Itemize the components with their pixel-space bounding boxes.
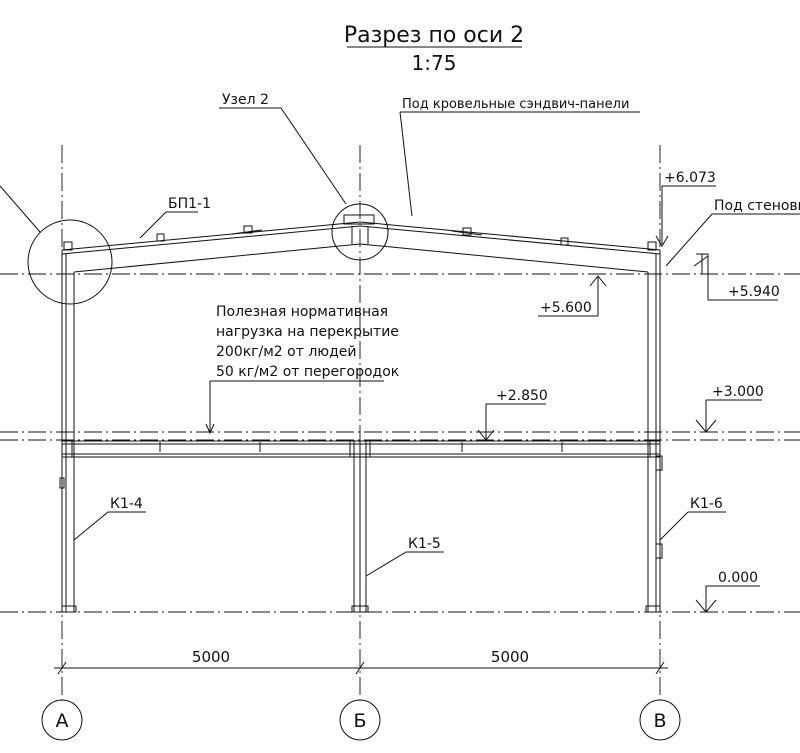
column-label-left: К1-4 <box>73 496 146 541</box>
column-label-middle: К1-5 <box>365 536 444 577</box>
note-roof-panels-label: Под кровельные сэндвич-панели <box>402 97 629 112</box>
dimension-span1: 5000 <box>192 648 230 666</box>
level-ground: 0.000 <box>695 570 760 613</box>
note-node-label: Узел 2 <box>222 92 269 108</box>
node-circle-left <box>27 219 113 305</box>
level-eave-inner-label: +5.600 <box>540 300 592 316</box>
axis-marker-a: А <box>41 699 83 741</box>
load-note-line1: Полезная нормативная <box>216 304 388 320</box>
roof-purlins <box>63 214 657 251</box>
level-ridge-label: +6.073 <box>664 170 716 186</box>
note-beam: БП1-1 <box>139 196 211 239</box>
note-wall-panels-label: Под стеновы <box>714 198 800 214</box>
axis-b-label: Б <box>353 710 366 732</box>
axis-v-label: В <box>653 710 666 732</box>
dimension-span2: 5000 <box>491 648 529 666</box>
level-ridge: +6.073 <box>655 170 716 247</box>
column-right <box>645 254 663 613</box>
load-note-line3: 200кг/м2 от людей <box>216 344 356 360</box>
note-wall-panels: Под стеновы <box>665 198 800 267</box>
load-note-line2: нагрузка на перекрытие <box>216 324 399 340</box>
level-floor-label: +3.000 <box>712 384 764 400</box>
column-left-label: К1-4 <box>110 496 143 512</box>
level-eave-right-label: +5.940 <box>728 284 780 300</box>
node-circle-ridge <box>331 203 389 261</box>
node-left-leader <box>0 185 41 233</box>
level-eave-right: +5.940 <box>693 253 780 301</box>
load-note-line4: 50 кг/м2 от перегородок <box>216 364 399 380</box>
column-left <box>59 254 77 613</box>
axis-a-label: А <box>56 710 69 732</box>
level-ground-label: 0.000 <box>718 570 758 586</box>
level-floor: +3.000 <box>695 384 764 433</box>
column-middle-label: К1-5 <box>408 536 441 552</box>
load-note: Полезная нормативная нагрузка на перекры… <box>205 304 399 435</box>
column-label-right: К1-6 <box>659 496 726 541</box>
drawing-title: Разрез по оси 2 <box>344 23 524 48</box>
axis-marker-b: Б <box>339 699 381 741</box>
axis-marker-v: В <box>639 699 681 741</box>
column-right-label: К1-6 <box>690 496 723 512</box>
roof-rafters <box>61 221 661 273</box>
floor-beam <box>61 440 661 458</box>
note-beam-label: БП1-1 <box>168 196 211 212</box>
drawing-scale: 1:75 <box>412 51 457 75</box>
dimension-line: 5000 5000 <box>54 648 668 675</box>
level-floor-beam-label: +2.850 <box>496 388 548 404</box>
note-node: Узел 2 <box>219 92 347 205</box>
level-floor-beam: +2.850 <box>477 388 548 441</box>
column-middle <box>351 440 369 613</box>
level-eave-inner: +5.600 <box>538 275 607 317</box>
note-roof-panels: Под кровельные сэндвич-панели <box>399 97 640 217</box>
